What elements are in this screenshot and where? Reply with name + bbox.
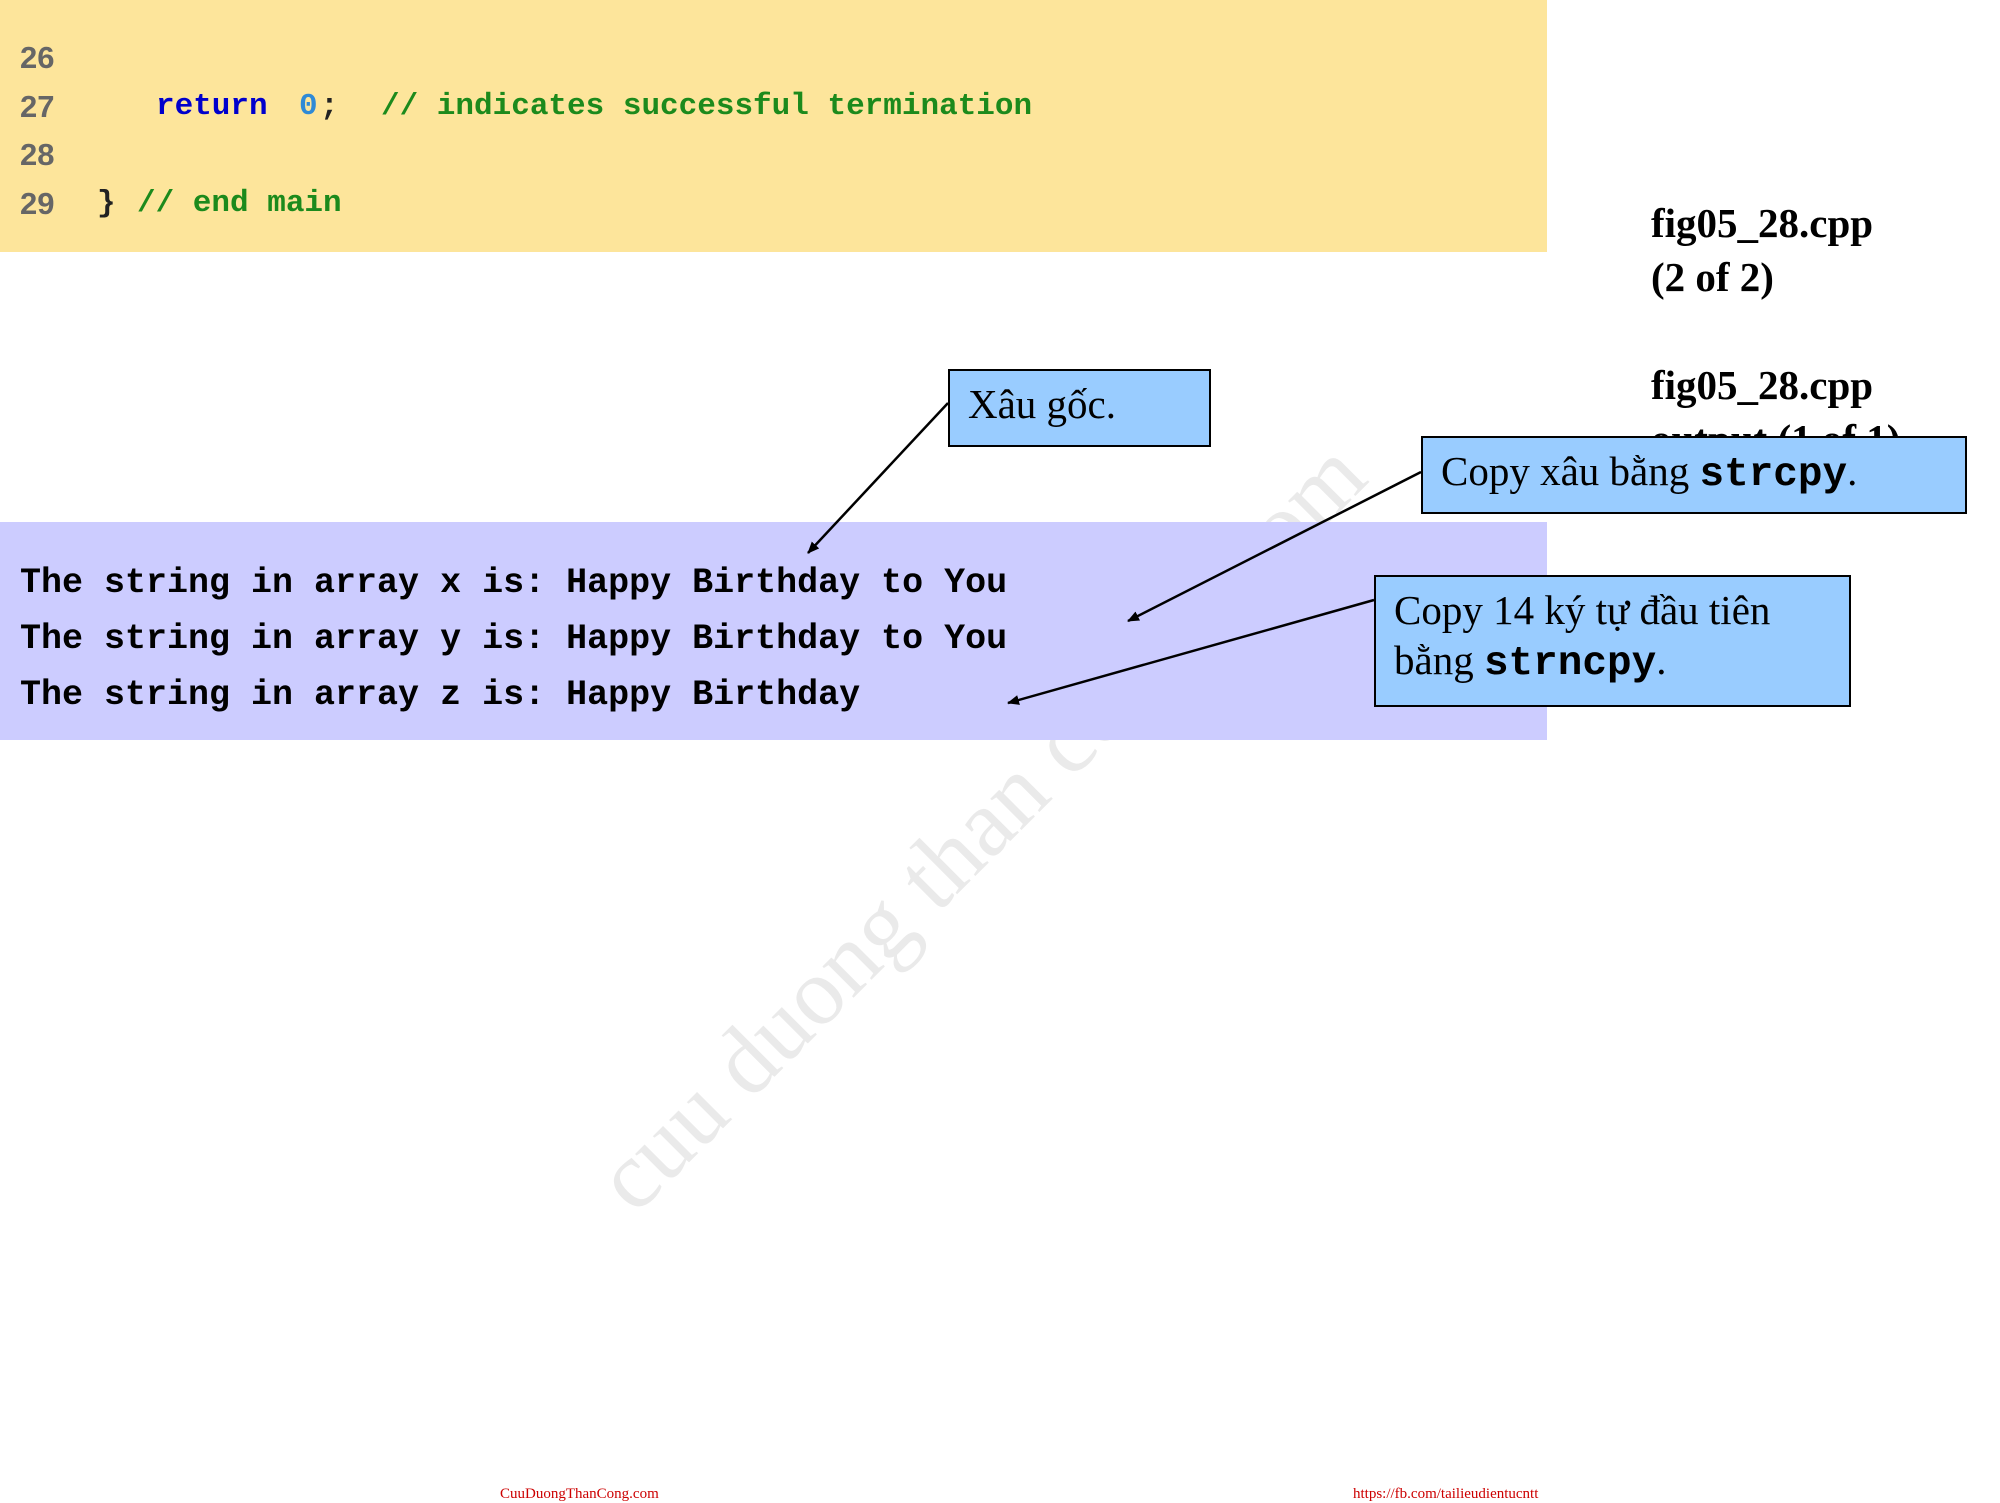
arrow-to-original xyxy=(807,402,949,554)
output-line: The string in array y is: Happy Birthday… xyxy=(20,619,1008,659)
line-number: 29 xyxy=(20,186,55,221)
code-number-literal: 0 xyxy=(299,89,318,124)
output-line: The string in array z is: Happy Birthday xyxy=(20,675,861,715)
line-number: 26 xyxy=(20,40,55,75)
callout-original-string: Xâu gốc. xyxy=(948,369,1211,447)
output-panel: The string in array x is: Happy Birthday… xyxy=(0,522,1547,740)
footer-left-link[interactable]: CuuDuongThanCong.com xyxy=(500,1486,659,1502)
callout-function-name: strcpy xyxy=(1699,452,1848,498)
code-panel: 26 27 return 0 ; // indicates successful… xyxy=(0,0,1547,252)
callout-text: . xyxy=(1847,448,1858,494)
callout-function-name: strncpy xyxy=(1483,641,1657,687)
code-keyword-return: return xyxy=(156,89,268,124)
arrow-to-strncpy-line xyxy=(1007,598,1375,705)
callout-text: bằng xyxy=(1394,637,1484,683)
output-line: The string in array x is: Happy Birthday… xyxy=(20,563,1008,603)
code-closing-brace: } xyxy=(97,186,116,221)
file-name: fig05_28.cpp xyxy=(1651,200,1874,246)
code-semicolon: ; xyxy=(320,89,339,124)
page-info: (2 of 2) xyxy=(1651,254,1774,300)
code-comment: // indicates successful termination xyxy=(381,89,1033,124)
callout-text: Copy 14 ký tự đầu tiên xyxy=(1394,587,1771,633)
callout-text: Xâu gốc. xyxy=(968,381,1117,427)
callout-text: . xyxy=(1656,637,1667,683)
line-number: 28 xyxy=(20,137,55,172)
callout-strcpy: Copy xâu bằng strcpy. xyxy=(1421,436,1967,514)
line-number: 27 xyxy=(20,89,55,124)
code-comment: // end main xyxy=(137,186,342,221)
arrow-to-strcpy-line xyxy=(1127,470,1422,623)
output-file-name: fig05_28.cpp xyxy=(1651,362,1874,408)
callout-strncpy: Copy 14 ký tự đầu tiên bằng strncpy. xyxy=(1374,575,1851,707)
callout-text: Copy xâu bằng xyxy=(1441,448,1700,494)
footer-right-link[interactable]: https://fb.com/tailieudientucntt xyxy=(1353,1486,1539,1502)
